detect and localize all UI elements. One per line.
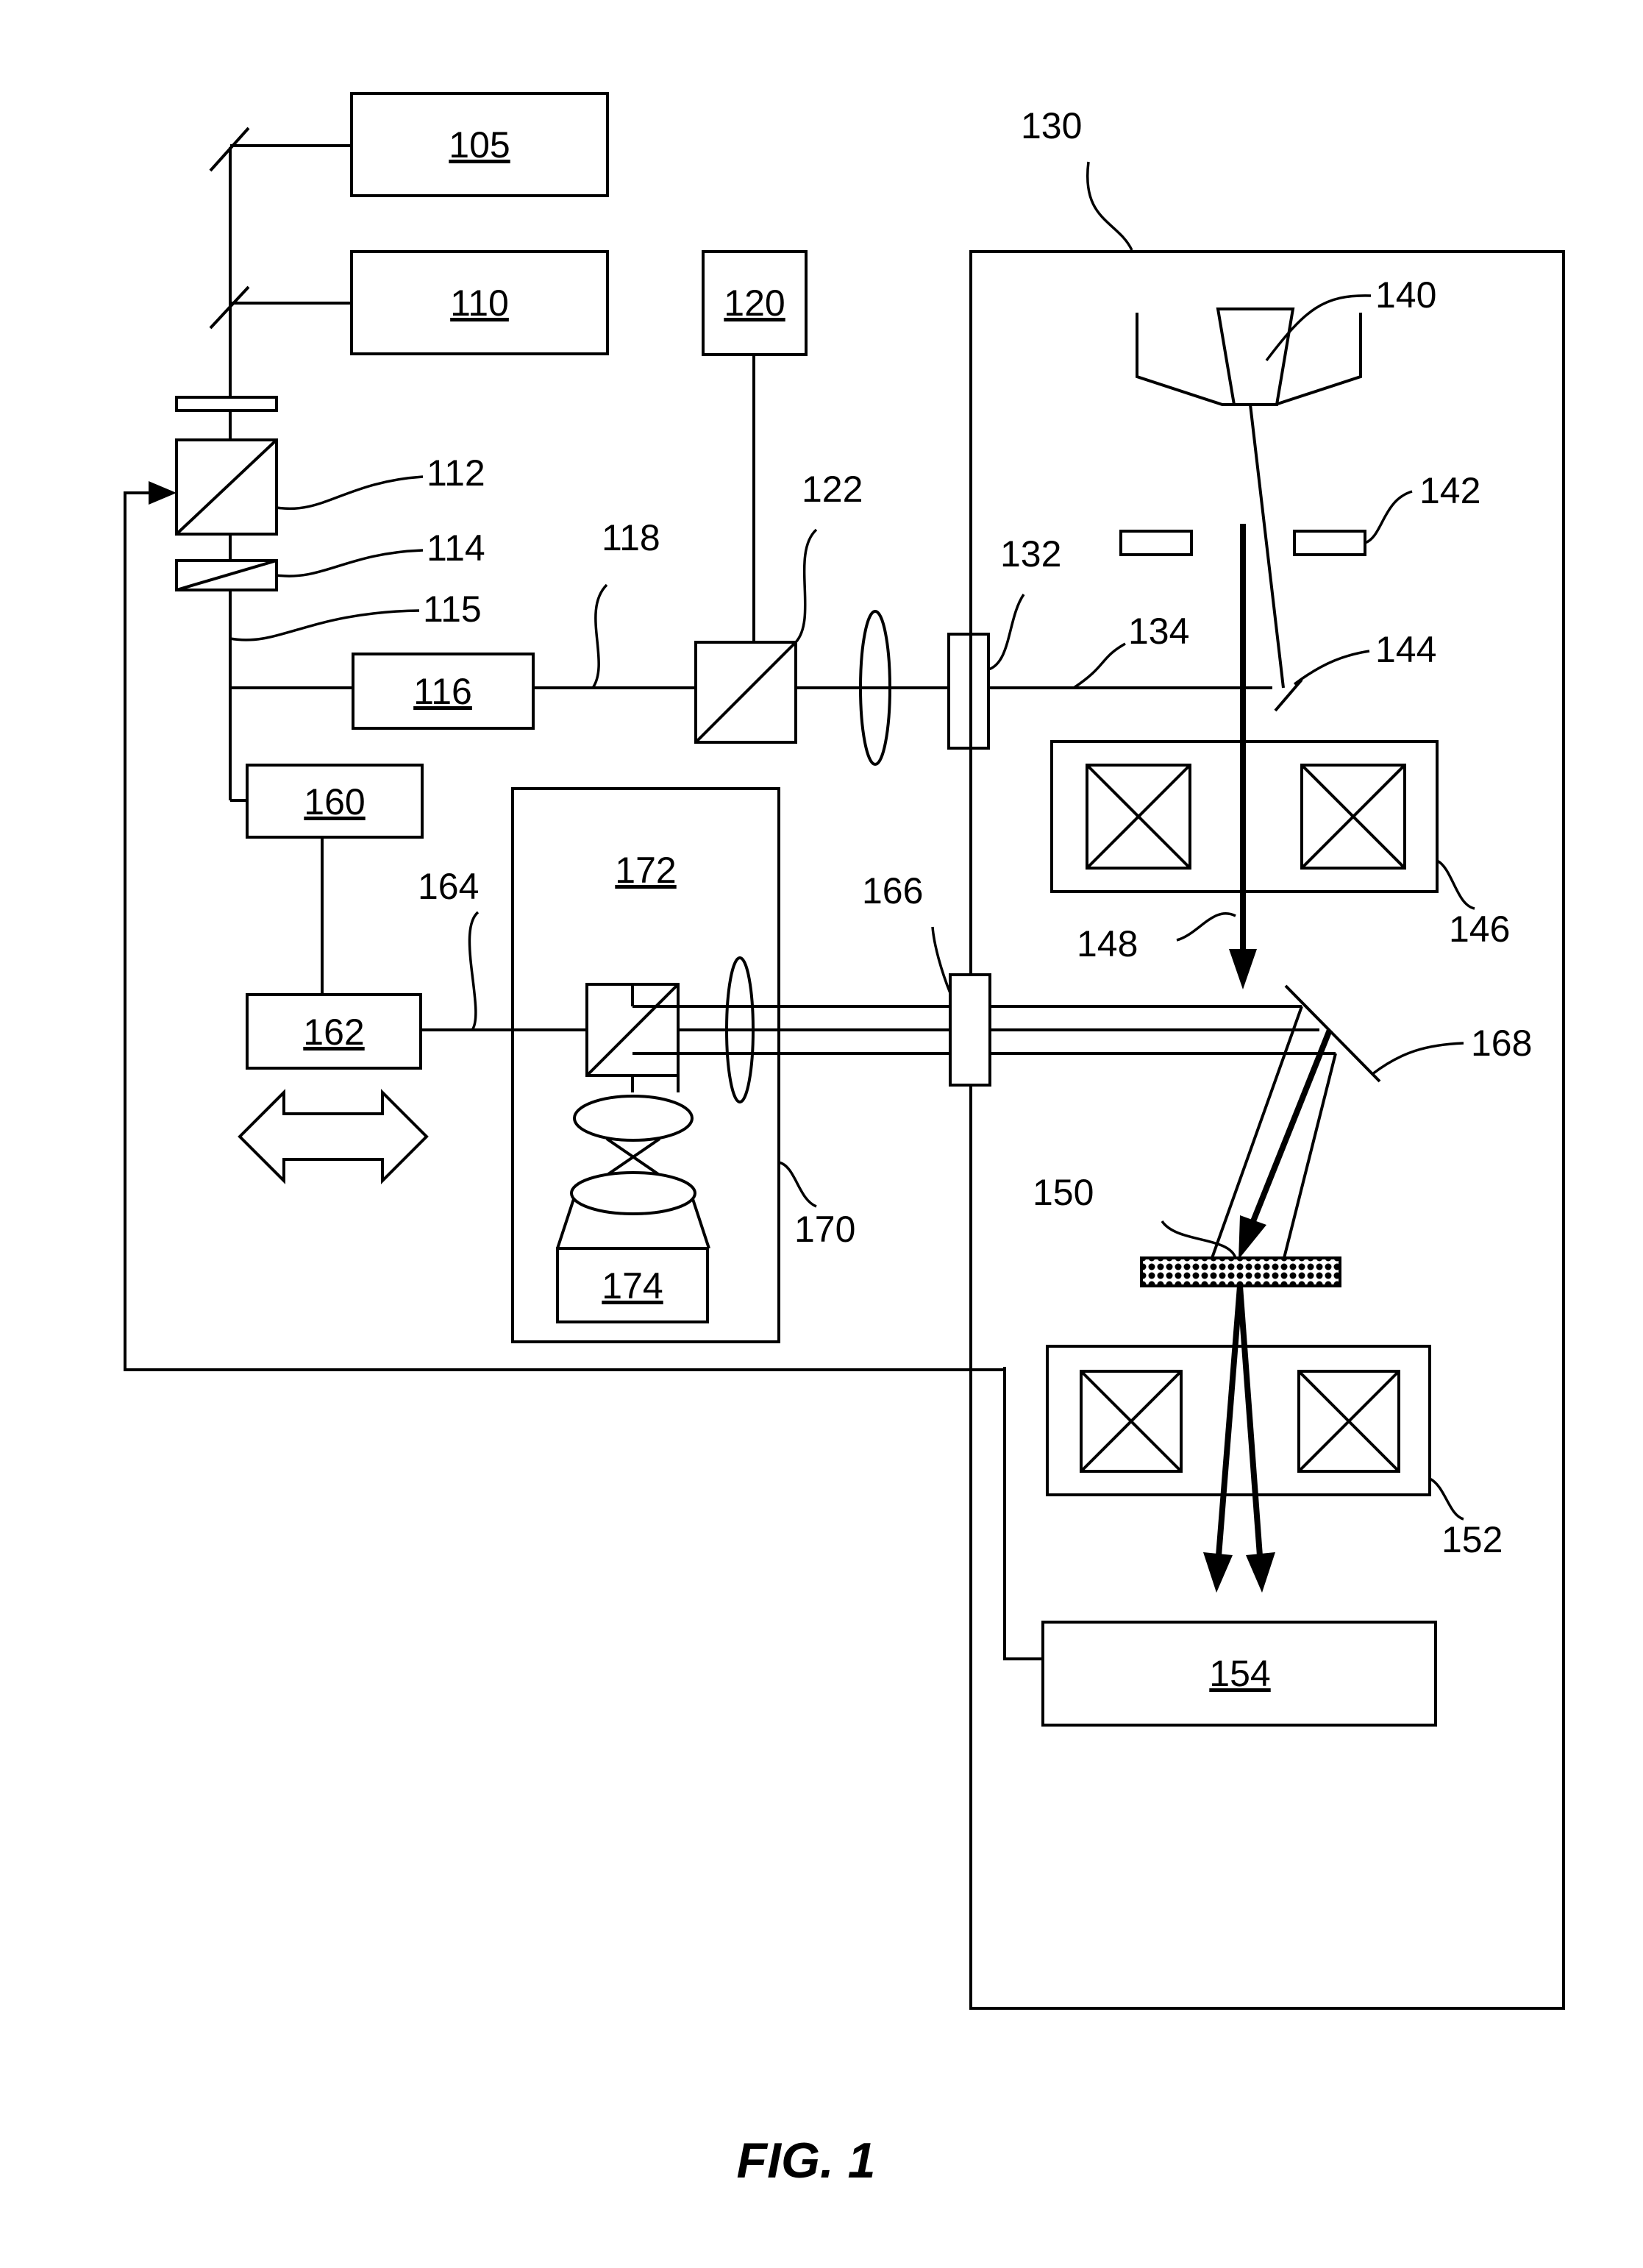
callout-170: 170 [794, 1209, 855, 1250]
callout-150: 150 [1033, 1172, 1094, 1213]
mirror-144 [1275, 680, 1302, 711]
element-172-label: 172 [615, 850, 676, 891]
waveplate-top [177, 397, 277, 410]
callout-148: 148 [1077, 923, 1138, 964]
element-160-label: 160 [304, 781, 365, 822]
element-120-label: 120 [724, 282, 785, 324]
figure-caption: FIG. 1 [737, 2133, 876, 2189]
element-160-box: 160 [247, 765, 422, 837]
window-132 [949, 634, 988, 748]
source-110-label: 110 [450, 282, 509, 324]
beamsplitter-122 [696, 642, 796, 742]
aperture-142-right [1294, 531, 1365, 555]
electron-source-140 [1137, 309, 1361, 405]
detector-174-box: 174 [557, 1248, 708, 1322]
callout-112: 112 [427, 452, 485, 494]
source-beam [1250, 405, 1283, 688]
callout-132: 132 [1000, 533, 1061, 575]
callout-146: 146 [1449, 909, 1510, 950]
callout-115: 115 [423, 589, 482, 630]
detector-154-label: 154 [1209, 1653, 1270, 1694]
callout-118: 118 [602, 517, 660, 558]
feedback-arrowhead [149, 481, 177, 505]
aperture-142-left [1121, 531, 1191, 555]
element-116-label: 116 [413, 671, 472, 712]
callout-152: 152 [1441, 1519, 1503, 1560]
lens-152 [1047, 1346, 1430, 1495]
element-120-box: 120 [703, 252, 806, 355]
detector-174-label: 174 [602, 1265, 663, 1307]
callout-134: 134 [1128, 611, 1189, 652]
source-105-box: 105 [352, 93, 607, 196]
callout-168: 168 [1471, 1023, 1532, 1064]
callout-164: 164 [418, 866, 479, 907]
source-105-label: 105 [449, 124, 510, 166]
callout-122: 122 [802, 469, 863, 510]
double-arrow [240, 1092, 427, 1181]
chamber-130 [971, 252, 1564, 2008]
focusing-optics [557, 1076, 709, 1248]
detector-154-box: 154 [1043, 1622, 1436, 1725]
source-110-box: 110 [352, 252, 607, 354]
callout-130: 130 [1021, 105, 1082, 146]
callout-166: 166 [862, 870, 923, 911]
reflected-beams [1212, 1006, 1336, 1259]
callout-142: 142 [1419, 470, 1480, 511]
beamsplitter-112 [177, 440, 277, 534]
window-166 [950, 975, 990, 1085]
callout-114: 114 [427, 527, 485, 569]
element-162-label: 162 [303, 1012, 364, 1053]
callout-140: 140 [1375, 274, 1436, 316]
element-162-box: 162 [247, 995, 421, 1068]
sample-150 [1141, 1258, 1340, 1286]
feedback-loop [125, 481, 1043, 1659]
element-116-box: 116 [353, 654, 533, 728]
element-114 [177, 561, 277, 590]
callout-144: 144 [1375, 629, 1436, 670]
